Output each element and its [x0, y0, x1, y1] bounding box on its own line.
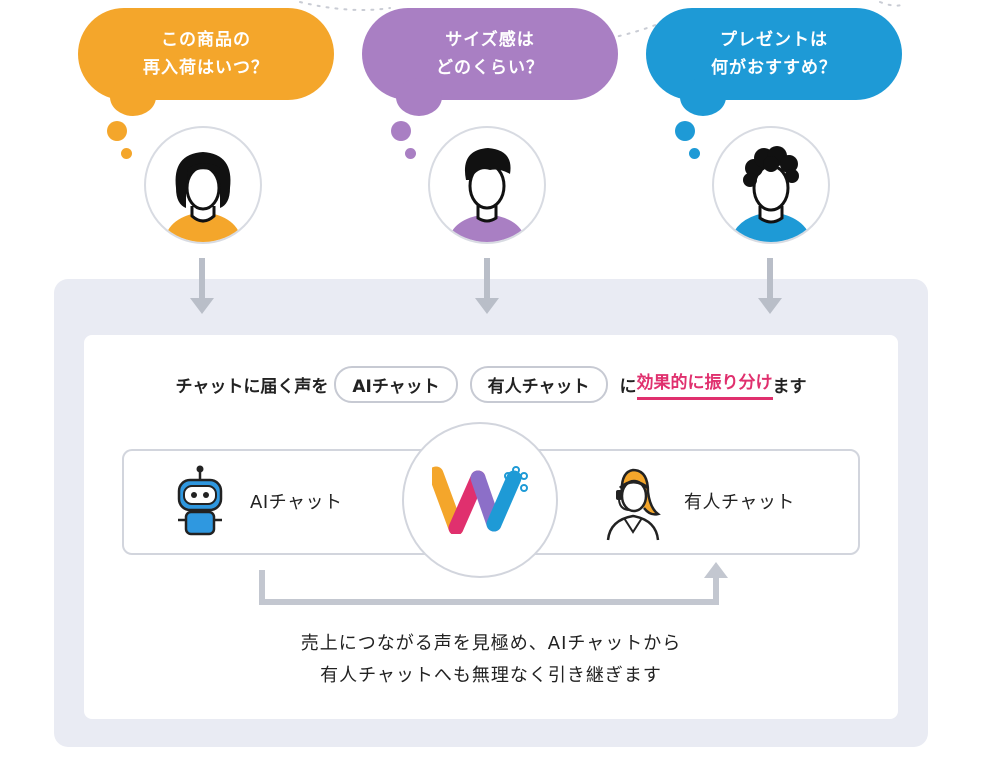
person-icon: [164, 152, 242, 242]
robot-icon: [177, 465, 223, 536]
headline-suffix: ます: [772, 376, 807, 397]
handoff-arrow: [259, 562, 728, 605]
dotted-connectors: [299, 1, 906, 39]
arrow-down-icon: [758, 258, 782, 314]
thought-dot: [689, 148, 700, 159]
w-logo-icon: [432, 466, 528, 534]
question-line: 何がおすすめ？: [711, 58, 837, 78]
thought-dot: [675, 121, 695, 141]
human-chat-label: 有人チャット: [684, 492, 795, 513]
question-bubble-gift: プレゼントは 何がおすすめ？: [646, 8, 902, 116]
headline-prefix: チャットに届く声を: [175, 376, 329, 397]
bubble-tail: [110, 78, 156, 116]
footer-description: 売上につながる声を見極め、AIチャットから 有人チャットへも無理なく引き継ぎます: [84, 628, 898, 692]
question-bubble-size: サイズ感は どのくらい？: [362, 8, 618, 116]
avatar-curly-man: [712, 126, 830, 244]
avatar-woman: [144, 126, 262, 244]
question-line: 再入荷はいつ？: [143, 58, 269, 78]
headline: チャットに届く声を AIチャット 有人チャット に 効果的に振り分け ます: [84, 365, 898, 403]
ai-chat-label: AIチャット: [250, 492, 343, 513]
headline-highlight: 効果的に振り分け: [636, 368, 773, 400]
avatar-man: [428, 126, 546, 244]
question-line: プレゼントは: [720, 30, 828, 50]
question-line: この商品の: [161, 30, 251, 50]
person-icon: [730, 146, 812, 242]
bubble-tail: [396, 78, 442, 116]
footer-line: 売上につながる声を見極め、AIチャットから: [300, 633, 682, 654]
thought-dot: [391, 121, 411, 141]
question-line: どのくらい？: [436, 58, 544, 78]
bubble-tail: [680, 78, 726, 116]
thought-dot: [405, 148, 416, 159]
question-line: サイズ感は: [445, 30, 535, 50]
arrow-down-icon: [190, 258, 214, 314]
operator-icon: [606, 468, 661, 541]
thought-dot: [121, 148, 132, 159]
thought-dot: [107, 121, 127, 141]
question-bubble-restock: この商品の 再入荷はいつ？: [78, 8, 334, 116]
person-icon: [448, 148, 526, 242]
footer-line: 有人チャットへも無理なく引き継ぎます: [320, 665, 662, 686]
headline-mid: に: [619, 376, 637, 397]
pill-ai-chat: AIチャット: [334, 365, 458, 403]
pill-human-chat: 有人チャット: [469, 365, 608, 403]
arrow-down-icon: [475, 258, 499, 314]
